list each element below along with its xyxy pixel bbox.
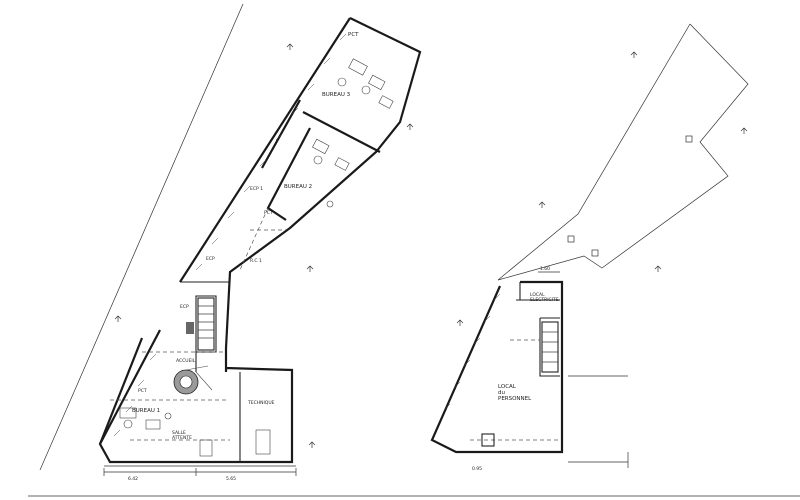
- outer-wall-lower: [98, 337, 294, 464]
- roof-vent-1: [567, 235, 575, 243]
- label-ecp-2: ECP: [206, 256, 215, 262]
- label-pct-top: PCT: [348, 32, 359, 38]
- furniture-bureau-2: [312, 138, 350, 208]
- dim-small-text: 0.95: [472, 466, 482, 472]
- outer-wall-east-upper: [224, 17, 422, 349]
- street-edge-line: [39, 3, 244, 471]
- furniture-bureau-1: [119, 407, 271, 457]
- dim-side-text: 1.60: [540, 266, 550, 272]
- reception-desk: [173, 365, 213, 395]
- arrow-markers-right: [456, 51, 748, 326]
- furniture-bureau-3: [337, 58, 394, 109]
- wall-hatching: [113, 33, 347, 437]
- inner-wall-right: [516, 282, 560, 377]
- label-ecp-3: ECP: [180, 304, 189, 310]
- dimension-line-left: [103, 465, 297, 476]
- label-pct-mid: PCT: [264, 210, 273, 216]
- dashed-partition-2: [239, 207, 286, 271]
- left-building: [28, 3, 800, 497]
- roof-vent-2: [591, 249, 599, 257]
- dashed-partition-right: [470, 339, 560, 441]
- stairs-right: [541, 321, 559, 373]
- outer-wall-west: [99, 17, 351, 445]
- label-rc-1: R.C 1: [250, 258, 262, 264]
- dashed-partition-1: [110, 351, 230, 441]
- roof-outline: [497, 23, 749, 281]
- outer-wall-right: [430, 280, 564, 454]
- right-building: [430, 23, 749, 468]
- label-bureau-3: BUREAU 3: [322, 92, 351, 98]
- label-accueil: ACCUEIL: [176, 358, 196, 364]
- label-ecp-1: ECP 1: [250, 186, 263, 192]
- dim-left-text: 6.42: [128, 476, 138, 482]
- stairs-left: [186, 297, 215, 351]
- arrow-markers-left: [114, 43, 414, 448]
- technique-box: [481, 433, 495, 447]
- wall-hatching-right: [443, 293, 501, 411]
- label-bureau-1: BUREAU 1: [132, 408, 160, 414]
- label-technique: TECHNIQUE: [247, 400, 275, 406]
- label-pct-low: PCT: [138, 388, 147, 394]
- dim-right-text: 5.65: [226, 476, 236, 482]
- roof-vent-3: [685, 135, 693, 143]
- label-bureau-2: BUREAU 2: [284, 184, 312, 190]
